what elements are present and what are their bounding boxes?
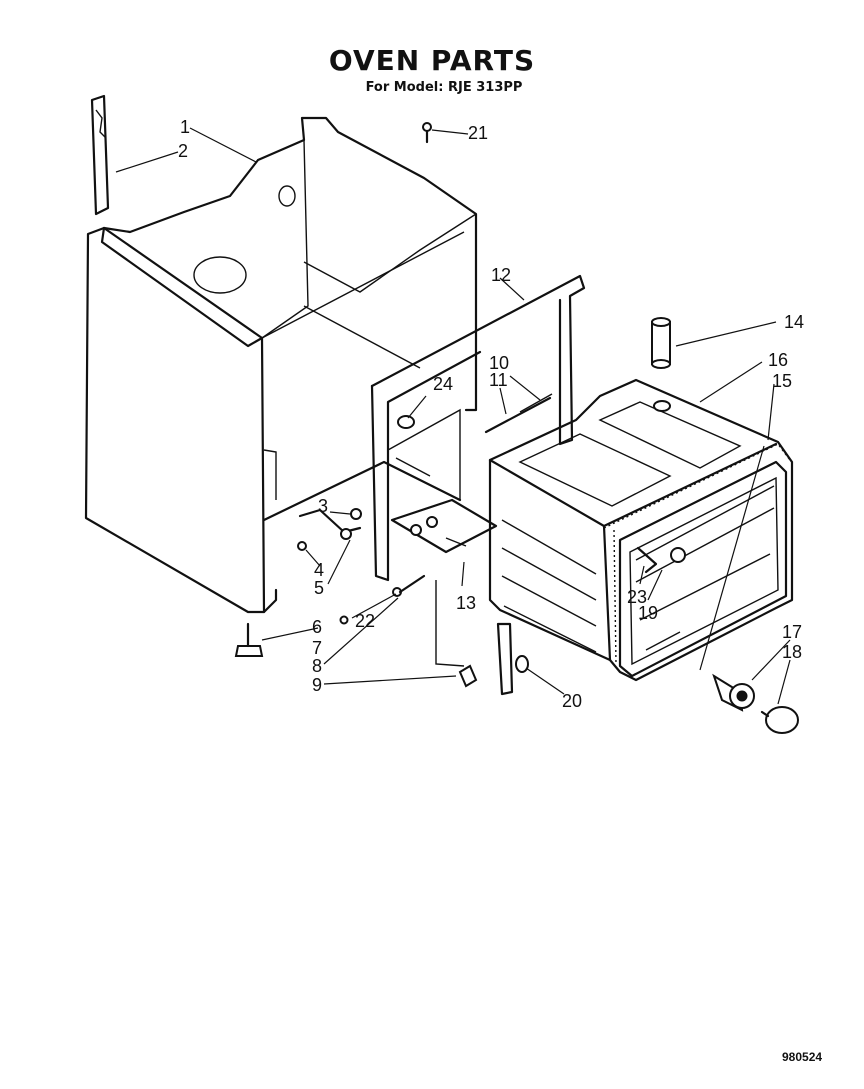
- callout-5: 5: [314, 578, 325, 598]
- part-24-knob: [397, 415, 415, 429]
- callout-17: 17: [782, 622, 803, 642]
- part-10-11-sensor: [484, 393, 553, 434]
- callout-22: 22: [355, 611, 376, 631]
- callout-15: 15: [772, 371, 793, 391]
- part-15-gasket: [603, 443, 791, 665]
- part-21-screw: [422, 122, 432, 144]
- callout-23: 23: [627, 587, 648, 607]
- document-number: 980524: [782, 1050, 823, 1064]
- part-19-23-lens: [636, 546, 686, 574]
- callout-21: 21: [468, 123, 489, 143]
- part-14-cylinder: [651, 317, 671, 369]
- callout-18: 18: [782, 642, 803, 662]
- callout-13: 13: [456, 593, 477, 613]
- model-subtitle: For Model: RJE 313PP: [365, 80, 523, 95]
- callout-12: 12: [491, 265, 512, 285]
- callout-19: 19: [638, 603, 659, 623]
- callout-2: 2: [178, 141, 189, 161]
- part-6-leveling-leg: [234, 622, 264, 657]
- diagram-title: OVEN PARTS: [328, 44, 536, 77]
- part-9-20-switch: [435, 580, 529, 696]
- part-13-bracket-plate: [390, 498, 498, 554]
- callout-16: 16: [768, 350, 789, 370]
- callout-20: 20: [562, 691, 583, 711]
- callout-4: 4: [314, 560, 325, 580]
- callout-14: 14: [784, 312, 805, 332]
- part-1-cabinet: [84, 116, 478, 614]
- callout-10: 10: [489, 353, 510, 373]
- part-7-8-22-hardware: [339, 574, 426, 625]
- callout-1: 1: [180, 117, 191, 137]
- leader-lines: [115, 127, 791, 705]
- callout-9: 9: [312, 675, 323, 695]
- callout-7: 7: [312, 638, 323, 658]
- callout-11: 11: [489, 370, 508, 390]
- part-3-5-bracket: [297, 508, 362, 551]
- part-2-bracket: [90, 94, 110, 216]
- callout-6: 6: [312, 617, 323, 637]
- callout-8: 8: [312, 656, 323, 676]
- callout-24: 24: [433, 374, 454, 394]
- part-16-oven-liner: [488, 378, 794, 682]
- callout-3: 3: [318, 496, 329, 516]
- part-17-18-socket-bulb: [712, 673, 799, 734]
